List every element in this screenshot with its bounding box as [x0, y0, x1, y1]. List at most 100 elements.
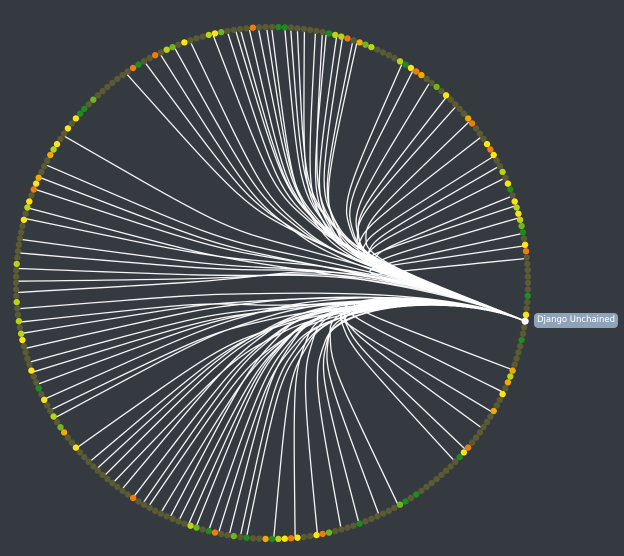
- movie-node[interactable]: [28, 192, 35, 199]
- movie-node[interactable]: [493, 402, 500, 409]
- movie-node[interactable]: [157, 49, 165, 56]
- movie-node[interactable]: [47, 151, 54, 159]
- movie-node[interactable]: [513, 204, 520, 211]
- movie-node[interactable]: [169, 43, 176, 51]
- movie-node[interactable]: [447, 463, 454, 470]
- movie-node[interactable]: [129, 64, 137, 72]
- movie-node[interactable]: [509, 367, 516, 374]
- movie-node[interactable]: [16, 235, 24, 242]
- movie-node[interactable]: [30, 373, 37, 380]
- movie-node[interactable]: [524, 273, 532, 280]
- movie-node[interactable]: [13, 260, 20, 268]
- movie-node[interactable]: [522, 248, 530, 255]
- movie-node[interactable]: [483, 140, 491, 148]
- movie-node[interactable]: [256, 535, 263, 542]
- movie-node[interactable]: [181, 39, 188, 46]
- movie-node[interactable]: [332, 31, 339, 39]
- movie-node[interactable]: [230, 532, 237, 540]
- movie-node[interactable]: [275, 23, 282, 31]
- movie-node[interactable]: [193, 35, 200, 42]
- movie-node[interactable]: [24, 355, 31, 362]
- movie-node[interactable]: [319, 530, 326, 538]
- movie-node[interactable]: [325, 529, 333, 536]
- movie-node[interactable]: [44, 157, 51, 164]
- movie-node[interactable]: [496, 163, 503, 170]
- movie-node[interactable]: [237, 25, 244, 33]
- movie-node[interactable]: [57, 424, 64, 431]
- movie-node[interactable]: [520, 235, 528, 242]
- movie-node[interactable]: [418, 71, 425, 79]
- movie-node[interactable]: [57, 135, 64, 142]
- movie-node[interactable]: [456, 105, 463, 113]
- movie-node[interactable]: [15, 241, 23, 248]
- movie-node[interactable]: [300, 25, 307, 33]
- highlighted-node-label[interactable]: Django Unchained: [534, 313, 619, 328]
- movie-node[interactable]: [524, 279, 532, 287]
- movie-node[interactable]: [17, 330, 25, 337]
- movie-node[interactable]: [169, 515, 176, 523]
- movie-node[interactable]: [16, 324, 24, 331]
- movie-node[interactable]: [423, 75, 430, 83]
- movie-node[interactable]: [374, 513, 381, 520]
- movie-node[interactable]: [385, 52, 392, 59]
- movie-node[interactable]: [237, 533, 244, 541]
- movie-node[interactable]: [38, 168, 45, 176]
- movie-node[interactable]: [452, 458, 459, 465]
- movie-node[interactable]: [64, 125, 72, 132]
- movie-node[interactable]: [12, 279, 20, 287]
- movie-node[interactable]: [22, 210, 29, 217]
- movie-node[interactable]: [262, 23, 269, 31]
- movie-node[interactable]: [175, 41, 182, 48]
- movie-node[interactable]: [499, 390, 506, 398]
- movie-node[interactable]: [175, 518, 182, 525]
- movie-node[interactable]: [344, 35, 351, 42]
- movie-node[interactable]: [99, 87, 106, 95]
- movie-node[interactable]: [524, 267, 531, 274]
- movie-node[interactable]: [32, 379, 40, 386]
- movie-node[interactable]: [524, 292, 531, 299]
- movie-node[interactable]: [472, 434, 480, 441]
- movie-node[interactable]: [332, 527, 339, 535]
- movie-node[interactable]: [509, 192, 516, 199]
- movie-node[interactable]: [338, 526, 345, 533]
- movie-node[interactable]: [476, 130, 484, 137]
- movie-node[interactable]: [72, 115, 80, 122]
- movie-node[interactable]: [515, 349, 522, 356]
- movie-node[interactable]: [480, 424, 487, 431]
- movie-node[interactable]: [140, 58, 148, 65]
- movie-node[interactable]: [524, 260, 531, 268]
- movie-node[interactable]: [281, 535, 288, 542]
- movie-node[interactable]: [157, 510, 165, 517]
- movie-node[interactable]: [300, 533, 307, 541]
- movie-node[interactable]: [68, 439, 76, 446]
- movie-node[interactable]: [521, 241, 529, 248]
- movie-node[interactable]: [20, 343, 28, 350]
- movie-node[interactable]: [12, 273, 20, 280]
- movie-node[interactable]: [94, 92, 102, 99]
- movie-node[interactable]: [32, 180, 40, 187]
- movie-node[interactable]: [218, 28, 225, 36]
- movie-node[interactable]: [520, 324, 528, 331]
- movie-node[interactable]: [379, 49, 387, 56]
- movie-node[interactable]: [60, 429, 68, 436]
- movie-node[interactable]: [41, 396, 48, 403]
- movie-node[interactable]: [211, 529, 219, 536]
- movie-node[interactable]: [287, 535, 295, 542]
- movie-node[interactable]: [507, 373, 514, 380]
- movie-node[interactable]: [53, 140, 61, 148]
- movie-node[interactable]: [487, 146, 494, 153]
- movie-node[interactable]: [524, 286, 532, 293]
- movie-node[interactable]: [513, 355, 520, 362]
- movie-node[interactable]: [76, 449, 84, 456]
- movie-node[interactable]: [516, 343, 524, 350]
- movie-node[interactable]: [313, 531, 320, 539]
- movie-node[interactable]: [524, 298, 531, 306]
- movie-node[interactable]: [50, 413, 57, 420]
- movie-node[interactable]: [129, 494, 137, 502]
- movie-node[interactable]: [26, 198, 33, 205]
- movie-node[interactable]: [30, 186, 37, 193]
- movie-node[interactable]: [163, 513, 170, 520]
- movie-node[interactable]: [281, 24, 288, 31]
- movie-node[interactable]: [218, 530, 225, 538]
- movie-node[interactable]: [230, 26, 237, 34]
